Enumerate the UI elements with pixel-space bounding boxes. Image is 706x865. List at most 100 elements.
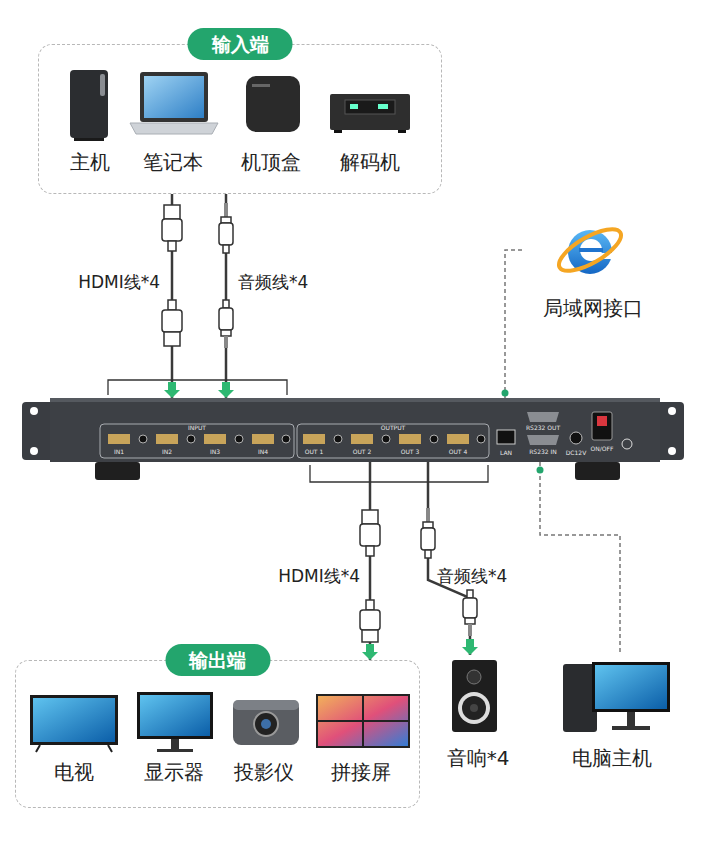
port-label: IN3 (210, 448, 220, 455)
tower-pc-detail (100, 74, 105, 96)
hdmi-port (447, 434, 469, 444)
link-dot (502, 390, 509, 397)
port-group (297, 424, 489, 458)
audio-jack (187, 435, 195, 443)
speaker-tweeter (467, 670, 481, 684)
monitor-screen (140, 695, 210, 736)
dashed-link (505, 250, 525, 398)
speaker-ring (458, 692, 490, 724)
set-top-box (246, 76, 300, 132)
hdmi-plug-relief (366, 546, 374, 556)
device-item: 电视 (24, 689, 124, 784)
port-label: IN4 (258, 448, 268, 455)
device-item: 机顶盒 (226, 61, 316, 174)
port-label: OUT 2 (353, 448, 372, 455)
power-switch-rocker (597, 416, 607, 426)
projector (233, 700, 299, 745)
group-heading: 输出端 (165, 644, 270, 676)
port-label: RS232 OUT (526, 424, 560, 431)
pc-monitor-neck (627, 712, 635, 726)
rs232-port (527, 412, 559, 422)
port-label: OUT 4 (449, 448, 468, 455)
device-label: 解码机 (325, 150, 415, 174)
hdmi-plug-relief (366, 600, 374, 610)
hdmi-plug-tip (362, 630, 378, 642)
dashed-link (540, 462, 620, 655)
device-item: 显示器 (124, 689, 224, 784)
group-box: 输入端主机笔记本机顶盒解码机 (38, 44, 442, 194)
rack-hole (668, 407, 676, 415)
device-item: 主机 (54, 61, 126, 174)
tv-legs (36, 745, 112, 752)
port-label: RS232 IN (529, 448, 557, 455)
device-label: 拼接屏 (311, 760, 411, 784)
panel-foot (575, 462, 620, 480)
hdmi-port (108, 434, 130, 444)
ie-icon-bar (579, 248, 603, 252)
group-box: 输出端电视显示器投影仪拼接屏 (15, 660, 420, 808)
audio-plug-relief (425, 550, 431, 558)
pc-monitor (592, 662, 670, 712)
group-heading: 输入端 (188, 28, 293, 60)
panel-body (50, 398, 660, 462)
laptop-screen (144, 76, 204, 118)
decoder-foot (334, 130, 342, 133)
cable-connector (428, 462, 470, 655)
tv-screen (33, 698, 115, 742)
cable-label: HDMI线*4 (278, 565, 360, 587)
hdmi-port (351, 434, 373, 444)
hdmi-plug-tip (164, 205, 180, 219)
audio-plug-body (219, 223, 233, 245)
hdmi-plug-relief (168, 300, 176, 310)
laptop-base (130, 123, 218, 134)
power-switch (592, 412, 612, 440)
decoder-foot (398, 130, 406, 133)
audio-plug-body (463, 598, 477, 618)
device-item: 局域网接口 (525, 215, 660, 320)
device-item: 电脑主机 (552, 655, 672, 770)
device-label: 音响*4 (437, 746, 519, 770)
hdmi-port (252, 434, 274, 444)
device-label: 显示器 (124, 760, 224, 784)
audio-jack (334, 435, 342, 443)
device-item: 音响*4 (437, 655, 519, 770)
port-label: INPUT (188, 424, 206, 431)
decoder-light (350, 104, 358, 109)
monitor-base (157, 749, 193, 752)
audio-jack (235, 435, 243, 443)
audio-jack (139, 435, 147, 443)
device-item: 笔记本 (128, 61, 218, 174)
audio-plug-collar (423, 522, 433, 528)
monitor-neck (171, 739, 179, 749)
audio-plug-collar (465, 618, 475, 624)
lan-port (497, 430, 515, 444)
bracket (108, 380, 287, 395)
hdmi-port (156, 434, 178, 444)
hdmi-plug-body (162, 310, 182, 332)
device-label: 主机 (54, 150, 126, 174)
rack-hole (30, 407, 38, 415)
audio-plug-body (219, 308, 233, 330)
audio-jack (430, 435, 438, 443)
audio-plug-tip (468, 624, 472, 636)
device-label: 笔记本 (128, 150, 218, 174)
audio-plug-relief (223, 245, 229, 253)
audio-plug-collar (221, 330, 231, 336)
pc-tower (563, 664, 597, 732)
decoder-light (378, 104, 388, 109)
hdmi-port (303, 434, 325, 444)
hdmi-plug-body (162, 219, 182, 241)
pc-monitor-base (612, 726, 650, 730)
device-label: 电脑主机 (552, 746, 672, 770)
audio-plug-tip (224, 203, 228, 217)
panel-foot (95, 462, 140, 480)
audio-plug-tip (224, 336, 228, 348)
panel-top-strip (50, 398, 660, 402)
pc-monitor-screen (595, 665, 667, 709)
cable-label: 音频线*4 (238, 271, 308, 293)
port-label: LAN (500, 449, 512, 456)
cable-label: HDMI线*4 (78, 271, 160, 293)
projector-glass (261, 719, 271, 729)
set-top-box-logo (252, 84, 270, 87)
